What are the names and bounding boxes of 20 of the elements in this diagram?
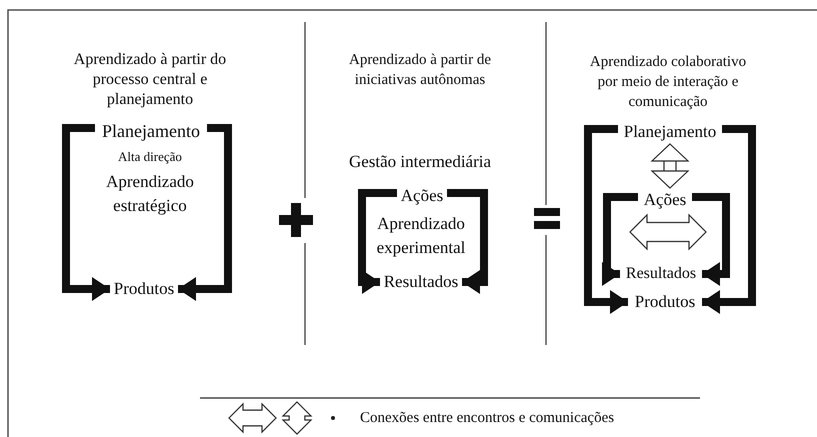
- double-arrow: [650, 143, 690, 189]
- node-label: Planejamento: [618, 121, 722, 143]
- heading-text: Aprendizado colaborativo por meio de interação e comunicação: [588, 53, 748, 112]
- heading-text: Aprendizado à partir de iniciativas autônomas: [348, 51, 492, 90]
- heading-text: Aprendizado à partir do processo central e planejamento: [72, 50, 228, 110]
- bracket-arrow: [447, 189, 488, 294]
- node-label: Planejamento: [95, 120, 207, 142]
- bracket-arrow: [358, 189, 397, 294]
- node-label: Produtos: [110, 278, 178, 300]
- body-text: Aprendizado estratégico: [105, 171, 195, 217]
- node-label: Ações: [397, 185, 447, 207]
- legend-text: Conexões entre encontros e comunicações: [360, 409, 614, 428]
- node-label: Produtos: [628, 291, 702, 313]
- body-text: Aprendizado experimental: [376, 213, 466, 259]
- body-text: Alta direção: [117, 148, 183, 166]
- node-label: Resultados: [620, 263, 702, 285]
- body-text: Gestão intermediária: [348, 151, 492, 173]
- node-label: Ações: [638, 189, 692, 211]
- node-label: Resultados: [380, 271, 462, 293]
- bracket-arrow: [178, 124, 232, 301]
